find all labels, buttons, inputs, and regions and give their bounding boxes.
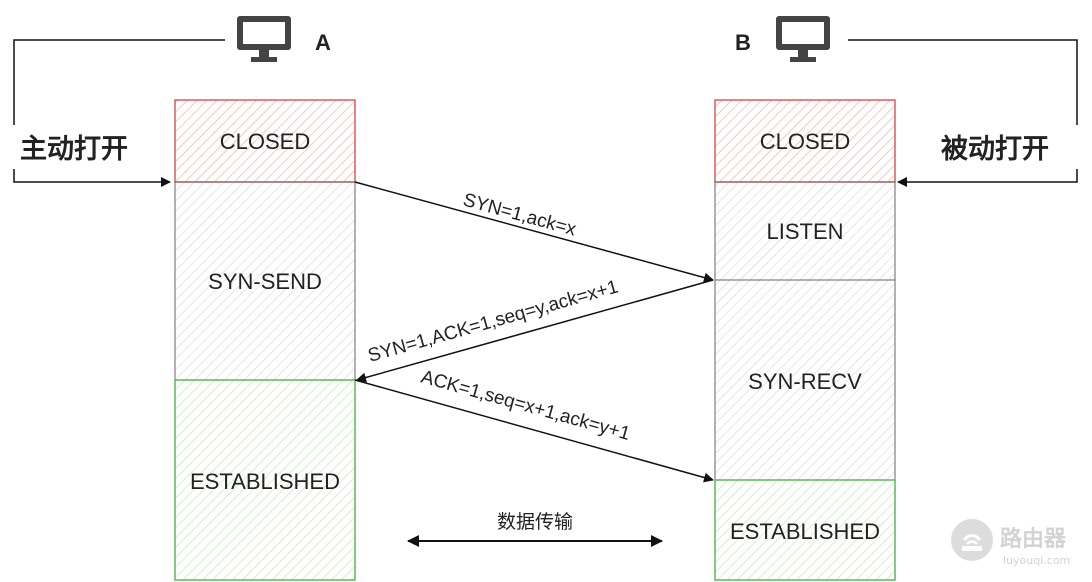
syn-ack-arrow bbox=[356, 279, 714, 383]
passive-open-label: 被动打开 bbox=[941, 134, 1049, 165]
watermark: 路由器 luyouqi.com bbox=[951, 519, 1070, 567]
a-state-syn-send-label: SYN-SEND bbox=[208, 269, 322, 294]
watermark-url: luyouqi.com bbox=[1003, 554, 1070, 567]
a-state-established-box bbox=[174, 379, 356, 581]
host-b-label: B bbox=[735, 30, 751, 55]
host-a-label: A bbox=[315, 30, 331, 55]
active-open-label: 主动打开 bbox=[20, 134, 128, 165]
b-state-closed-box bbox=[714, 99, 896, 183]
a-state-closed-box bbox=[174, 99, 356, 183]
b-state-listen-label: LISTEN bbox=[766, 219, 843, 244]
router-logo-icon bbox=[951, 519, 993, 561]
syn-arrow bbox=[354, 181, 714, 283]
b-state-syn-recv-label: SYN-RECV bbox=[748, 369, 862, 394]
b-state-syn-recv-box bbox=[714, 279, 896, 481]
a-state-closed-label: CLOSED bbox=[220, 129, 310, 154]
host-b-monitor-icon bbox=[776, 16, 830, 62]
b-state-established-box bbox=[714, 479, 896, 581]
active-open-connector bbox=[13, 39, 225, 187]
watermark-brand: 路由器 bbox=[1000, 526, 1067, 552]
host-a-state-column: CLOSED SYN-SEND ESTABLISHED bbox=[174, 99, 356, 581]
syn-ack-message-label: SYN=1,ACK=1,seq=y,ack=x+1 bbox=[366, 277, 621, 367]
b-state-listen-box bbox=[714, 181, 896, 281]
passive-open-connector bbox=[848, 39, 1078, 187]
data-transfer-label: 数据传输 bbox=[497, 511, 573, 533]
b-state-closed-label: CLOSED bbox=[760, 129, 850, 154]
a-state-established-label: ESTABLISHED bbox=[190, 469, 340, 494]
host-b-state-column: CLOSED LISTEN SYN-RECV ESTABLISHED bbox=[714, 99, 896, 581]
b-state-established-label: ESTABLISHED bbox=[730, 519, 880, 544]
ack-arrow bbox=[354, 379, 714, 483]
host-a-monitor-icon bbox=[237, 16, 291, 62]
ack-message-label: ACK=1,seq=x+1,ack=y+1 bbox=[419, 367, 633, 445]
a-state-syn-send-box bbox=[174, 181, 356, 381]
